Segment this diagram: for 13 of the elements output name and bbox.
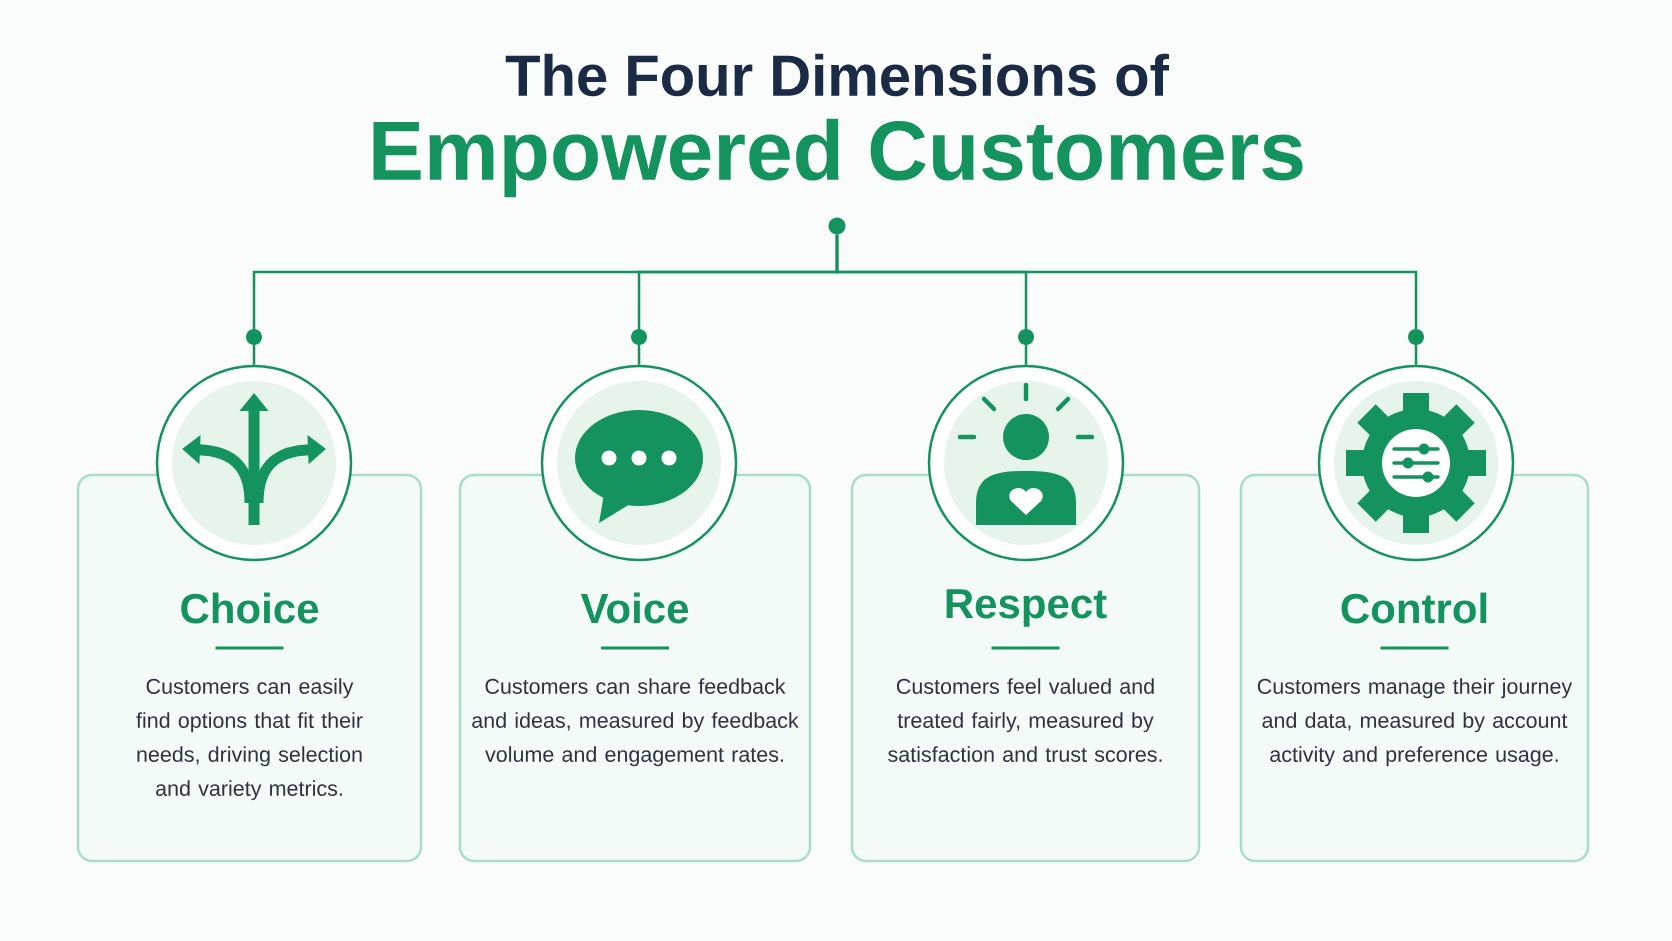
card-description: Customers can easily find options that fit their needs, driving selection and variety metrics.: [136, 678, 363, 801]
subtitle: Empowered Customers: [373, 118, 1303, 198]
connector: [835, 234, 1424, 365]
card-description: Customers manage their journey and data, measured by account activity and preference usage.: [1257, 678, 1573, 767]
card-heading: Choice: [181, 592, 319, 624]
icon-circle: [155, 364, 353, 562]
card-description: Customers feel valued and treated fairly, measured by satisfaction and trust scores.: [888, 678, 1162, 762]
card-description: Customers can share feedback and ideas, measured by feedback volume and engagement rates.: [472, 678, 799, 767]
card-heading: Control: [1341, 592, 1487, 624]
card-heading: Respect: [946, 589, 1107, 627]
card-heading: Voice: [580, 592, 689, 624]
title: The Four Dimensions of: [505, 53, 1170, 97]
junction-dot: [828, 217, 846, 235]
